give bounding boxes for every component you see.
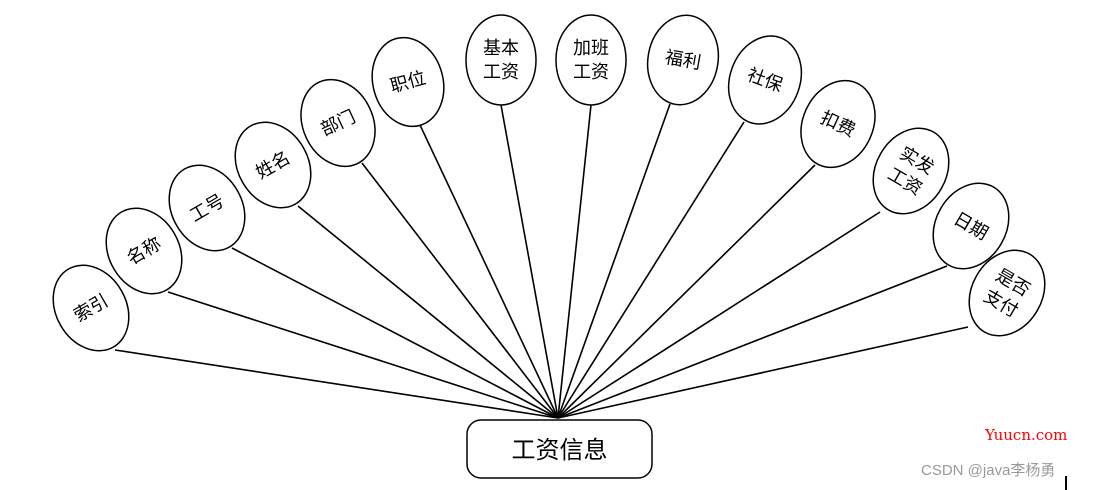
entity-label: 工资信息	[512, 436, 608, 464]
entity-box	[466, 419, 653, 479]
attribute-ellipse	[800, 79, 876, 169]
attribute-node: 名称	[105, 207, 183, 295]
connector-line	[361, 162, 559, 419]
connector-line	[231, 247, 559, 419]
attribute-ellipse	[234, 121, 312, 209]
connector-line	[557, 121, 745, 419]
connector-line	[557, 211, 881, 419]
attribute-node: 职位	[371, 36, 445, 128]
connector-line	[114, 349, 559, 419]
attribute-node: 福利	[646, 14, 720, 106]
attribute-ellipse	[105, 207, 183, 295]
connector-line	[297, 205, 559, 419]
attribute-label: 加班	[573, 38, 609, 59]
attribute-ellipse	[371, 36, 445, 128]
attribute-ellipse	[168, 164, 246, 252]
attribute-ellipse	[52, 264, 130, 352]
attribute-ellipse	[727, 35, 803, 125]
attribute-node: 工号	[168, 164, 246, 252]
attribute-ellipse	[932, 182, 1010, 270]
attribute-label: 基本	[483, 38, 519, 59]
site-watermark: Yuucn.com	[985, 426, 1068, 444]
attribute-node: 社保	[727, 35, 803, 125]
connector-line	[557, 103, 671, 419]
attribute-ellipse	[555, 14, 627, 106]
connector-line	[557, 326, 969, 419]
attribute-node: 部门	[300, 78, 376, 168]
attribute-ellipse	[968, 249, 1046, 337]
author-watermark: CSDN @java李杨勇	[921, 462, 1056, 479]
attribute-ellipse	[646, 14, 720, 106]
attribute-node: 扣费	[800, 79, 876, 169]
attribute-label: 工资	[483, 62, 519, 83]
attribute-ellipse	[872, 127, 950, 215]
connector-line	[557, 265, 948, 419]
attribute-ellipse	[300, 78, 376, 168]
attribute-node: 索引	[52, 264, 130, 352]
attribute-label: 工资	[573, 62, 609, 83]
attribute-ellipse	[465, 14, 537, 106]
connector-line	[557, 104, 592, 419]
attribute-node: 日期	[932, 182, 1010, 270]
attribute-node: 姓名	[234, 121, 312, 209]
connector-line	[167, 291, 559, 419]
connector-line	[419, 124, 559, 419]
connector-line	[500, 104, 559, 419]
connector-line	[557, 164, 816, 419]
